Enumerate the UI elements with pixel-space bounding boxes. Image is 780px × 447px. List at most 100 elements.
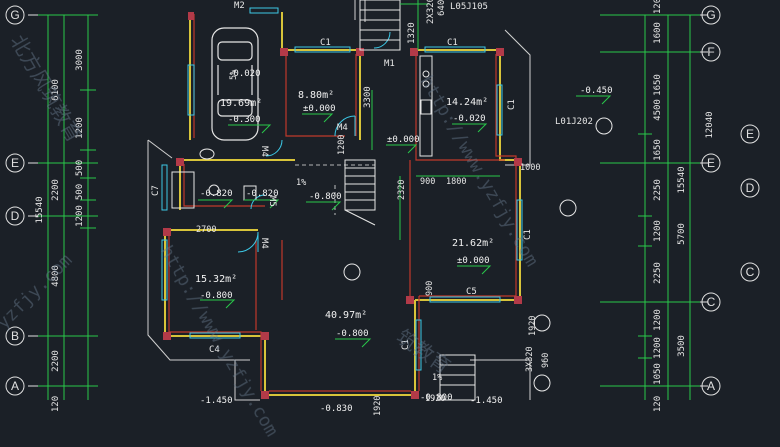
svg-text:C5: C5 [466, 287, 477, 297]
svg-text:M5: M5 [267, 196, 277, 207]
svg-text:1200: 1200 [75, 205, 85, 227]
svg-text:5700: 5700 [677, 223, 687, 245]
right-dimension-text: 1600 1650 4500 1650 2250 1200 2250 1200 … [653, 0, 715, 412]
svg-text:960: 960 [541, 353, 551, 368]
svg-text:北方风筑教育: 北方风筑教育 [6, 31, 87, 147]
axis-label[interactable]: D [11, 209, 20, 223]
svg-text:1%: 1% [432, 373, 442, 383]
svg-text:C1: C1 [447, 38, 458, 48]
svg-text:2250: 2250 [653, 179, 663, 201]
room-area[interactable]: 14.24m² [446, 97, 488, 108]
svg-text:2700: 2700 [196, 225, 216, 235]
svg-text:3300: 3300 [363, 86, 373, 108]
axis-label[interactable]: A [707, 379, 715, 393]
axis-label[interactable]: G [706, 8, 715, 22]
axis-label[interactable]: C [707, 295, 716, 309]
axis-label[interactable]: G [10, 8, 19, 22]
bathroom-fixtures [171, 148, 257, 209]
room-area[interactable]: 8.80m² [298, 90, 334, 101]
axis-label[interactable]: B [11, 329, 19, 343]
axis-label[interactable]: E [746, 127, 754, 141]
svg-text:-1.450: -1.450 [470, 396, 503, 406]
inner-dimensions: 900 1800 2320 1000 2700 1200 900 1920 19… [196, 70, 551, 416]
level-markers [198, 95, 612, 348]
svg-text:15540: 15540 [35, 196, 45, 223]
right-axis-letters: G F E C E D C A [706, 8, 754, 393]
room-area[interactable]: 21.62m² [452, 238, 494, 249]
room-areas: 19.69m² 8.80m² 14.24m² 21.62m² 15.32m² 4… [195, 90, 494, 321]
svg-text:1000: 1000 [520, 163, 540, 173]
svg-text:1200: 1200 [653, 220, 663, 242]
svg-text:15540: 15540 [677, 166, 687, 193]
left-dimension-text: 3000 6100 1200 500 2200 500 1200 4800 22… [35, 49, 85, 412]
svg-text:640: 640 [437, 0, 447, 16]
svg-text:M2: M2 [234, 1, 245, 11]
svg-text:1920: 1920 [373, 396, 383, 416]
svg-text:M4: M4 [337, 123, 348, 133]
left-axis-letters: G E D B A [10, 8, 19, 393]
svg-text:2250: 2250 [653, 262, 663, 284]
doors [237, 31, 391, 253]
svg-text:120: 120 [653, 396, 663, 412]
svg-text:1050: 1050 [653, 363, 663, 385]
svg-text:1650: 1650 [653, 74, 663, 96]
kitchen-fixtures [419, 55, 433, 157]
svg-text:M4: M4 [259, 146, 269, 157]
svg-text:2X320: 2X320 [426, 0, 436, 24]
axis-label[interactable]: C [746, 265, 755, 279]
axis-label[interactable]: A [11, 379, 19, 393]
svg-text:-1.450: -1.450 [200, 396, 233, 406]
svg-text:1920: 1920 [528, 316, 538, 336]
svg-text:120: 120 [653, 0, 663, 14]
svg-text:-0.800: -0.800 [336, 329, 369, 339]
axis-label[interactable]: D [746, 181, 755, 195]
svg-text:±0.000: ±0.000 [303, 104, 336, 114]
svg-text:1200: 1200 [337, 135, 347, 155]
svg-text:-0.020: -0.020 [228, 69, 261, 79]
top-labels: M2 L05J105 640 2X320 1320 C1 C1 M1 3300 [234, 0, 488, 108]
svg-text:1920: 1920 [425, 394, 445, 404]
svg-text:1%: 1% [296, 178, 306, 188]
left-axis-leaders [28, 14, 38, 387]
svg-text:3500: 3500 [677, 335, 687, 357]
axis-label[interactable]: E [707, 156, 715, 170]
right-axis-bubbles [701, 5, 760, 396]
svg-text:6100: 6100 [51, 79, 61, 101]
guide-lines [295, 164, 375, 215]
svg-text:500: 500 [75, 160, 85, 176]
svg-text:-0.800: -0.800 [420, 393, 453, 403]
right-dimension-lines [600, 14, 700, 400]
svg-text:-0.830: -0.830 [320, 404, 353, 414]
svg-text:3000: 3000 [75, 49, 85, 71]
svg-text:5%: 5% [229, 70, 239, 80]
svg-text:L05J105: L05J105 [450, 2, 488, 12]
svg-text:3X320: 3X320 [525, 346, 535, 372]
svg-text:-0.800: -0.800 [200, 291, 233, 301]
svg-text:-0.820: -0.820 [200, 189, 233, 199]
room-area[interactable]: 19.69m² [220, 98, 262, 109]
svg-text:-0.450: -0.450 [580, 86, 613, 96]
axis-label[interactable]: F [707, 45, 714, 59]
svg-text:M1: M1 [384, 59, 395, 69]
room-area[interactable]: 40.97m² [325, 310, 367, 321]
svg-text:±0.000: ±0.000 [457, 256, 490, 266]
svg-text:-0.020: -0.020 [453, 114, 486, 124]
svg-text:yzfjy.com: yzfjy.com [0, 250, 77, 334]
axis-label[interactable]: E [11, 156, 19, 170]
svg-text:12040: 12040 [705, 111, 715, 138]
svg-text:C7: C7 [151, 185, 161, 196]
svg-text:C4: C4 [209, 345, 220, 355]
svg-text:900: 900 [420, 177, 435, 187]
stairs [344, 0, 476, 401]
room-area[interactable]: 15.32m² [195, 274, 237, 285]
svg-text:M4: M4 [259, 238, 269, 249]
top-dimension-lines [371, 0, 500, 240]
svg-text:120: 120 [51, 396, 61, 412]
svg-text:C1: C1 [401, 339, 411, 350]
svg-text:1320: 1320 [407, 22, 417, 44]
svg-text:2200: 2200 [51, 350, 61, 372]
structural-columns [163, 12, 522, 399]
svg-text:1200: 1200 [75, 117, 85, 139]
